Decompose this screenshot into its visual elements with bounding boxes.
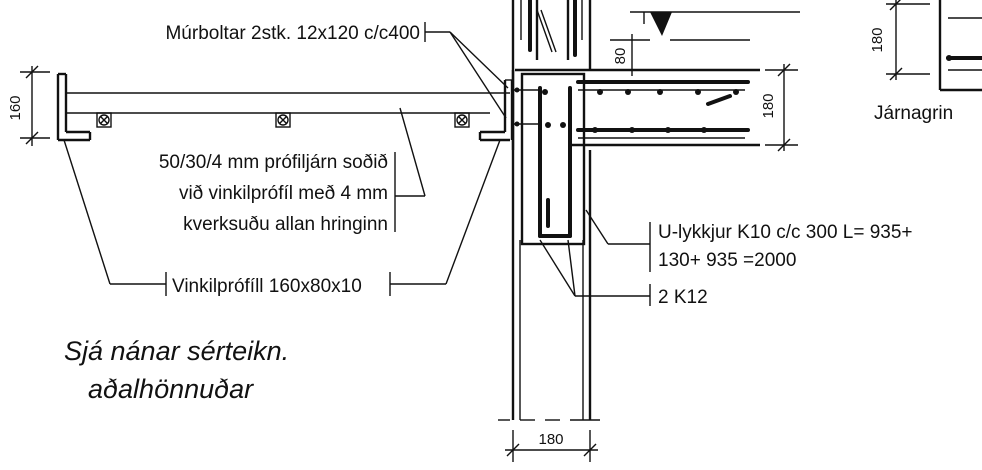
label-ulykkjur-2: 130+ 935 =2000: [658, 250, 796, 271]
leader-k12: 2 K12: [539, 239, 708, 308]
label-jarnagrind: Járnagrin: [874, 103, 953, 124]
leader-murboltar: Múrboltar 2stk. 12x120 c/c400: [165, 22, 509, 119]
wall-rebar-upper: [528, 0, 577, 60]
flat-bar-sections: [96, 112, 470, 128]
right-detail: [886, 0, 982, 92]
leader-profiljarn: 50/30/4 mm prófiljárn soðið við vinkilpr…: [159, 107, 426, 235]
dim-80-text: 80: [612, 48, 629, 65]
dim-slab-text: 180: [760, 93, 777, 118]
leader-vinkilprofill: Vinkilprófíll 160x80x10: [63, 139, 501, 297]
wall-cage: [520, 72, 586, 246]
label-profiljarn-3: kverksuðu allan hringinn: [183, 214, 388, 235]
leader-ulykkjur: U-lykkjur K10 c/c 300 L= 935+ 130+ 935 =…: [585, 209, 913, 272]
label-k12: 2 K12: [658, 287, 708, 308]
label-murboltar: Múrboltar 2stk. 12x120 c/c400: [165, 23, 420, 44]
dim-right-text: 180: [869, 27, 886, 52]
label-profiljarn-2: við vinkilprófíl með 4 mm: [179, 183, 388, 204]
dim-wall-180: 180: [505, 430, 598, 462]
note-line-1: Sjá nánar sérteikn.: [64, 336, 289, 366]
label-profiljarn-1: 50/30/4 mm prófiljárn soðið: [159, 152, 388, 173]
note-line-2: aðalhönnuðar: [88, 374, 254, 404]
dim-wall-text: 180: [538, 431, 563, 448]
label-vinkilprofill: Vinkilprófíll 160x80x10: [172, 276, 362, 297]
concrete-slab: [511, 68, 760, 246]
steel-angle-profile: [56, 72, 540, 142]
dim-80: 80: [610, 34, 650, 76]
level-marker: [630, 11, 800, 41]
dim-left-text: 160: [7, 95, 24, 120]
dim-left-160: 160: [7, 65, 50, 146]
dim-slab-180: 180: [760, 63, 798, 152]
label-ulykkjur-1: U-lykkjur K10 c/c 300 L= 935+: [658, 222, 913, 243]
